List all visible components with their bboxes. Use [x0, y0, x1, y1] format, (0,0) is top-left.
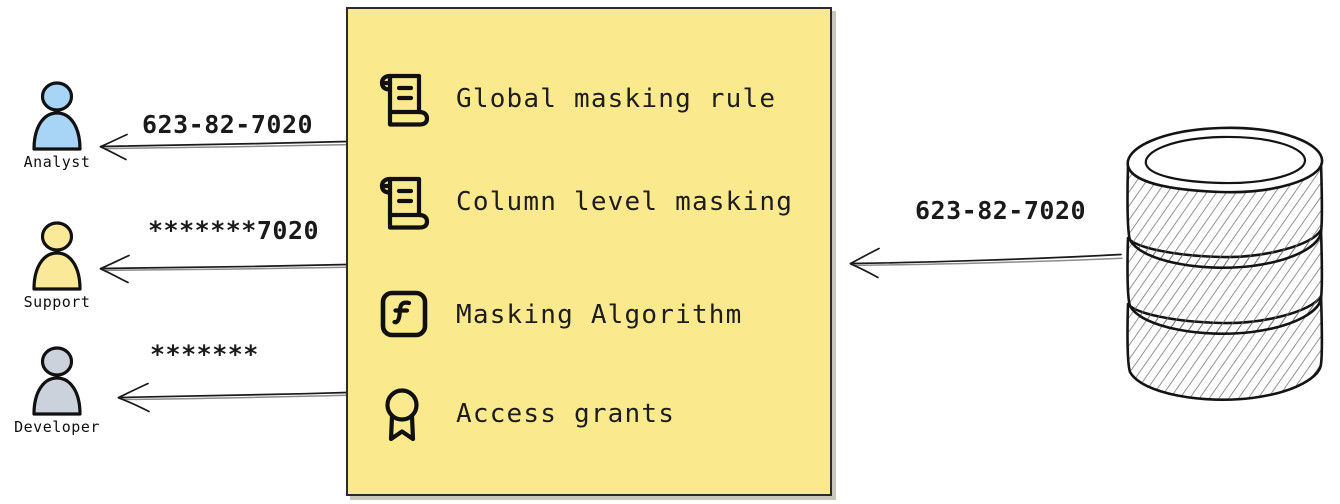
panel-item-label: Access grants: [456, 399, 676, 429]
arrow-to-developer: [117, 382, 349, 413]
arrow-to-support: [99, 254, 349, 284]
arrow-database-to-panel: [849, 247, 1123, 279]
panel-item-column-level-masking[interactable]: Column level masking: [378, 174, 793, 230]
masking-policy-panel: Global masking rule Column level masking: [346, 7, 832, 496]
scroll-icon: [379, 73, 430, 127]
actor-label: Support: [23, 293, 91, 311]
actor-analyst[interactable]: Analyst: [2, 80, 112, 171]
database-icon[interactable]: [1112, 118, 1340, 408]
arrow-to-analyst: [99, 133, 349, 161]
arrow-label-developer: *******: [150, 340, 259, 369]
actor-label: Developer: [14, 418, 100, 436]
actor-support[interactable]: Support: [2, 220, 112, 311]
arrow-label-analyst: 623-82-7020: [142, 110, 314, 139]
arrow-label-database: 623-82-7020: [915, 196, 1087, 225]
panel-item-access-grants[interactable]: Access grants: [378, 386, 675, 442]
person-icon: [32, 221, 82, 291]
panel-item-label: Masking Algorithm: [456, 300, 743, 330]
actor-label: Analyst: [23, 153, 91, 171]
function-box-icon: [380, 290, 428, 338]
panel-item-masking-algorithm[interactable]: Masking Algorithm: [378, 287, 743, 343]
scroll-icon: [379, 176, 430, 230]
panel-item-global-masking-rule[interactable]: Global masking rule: [378, 71, 776, 127]
person-icon: [32, 81, 82, 151]
award-ribbon-icon: [385, 388, 419, 442]
panel-item-label: Global masking rule: [456, 84, 777, 114]
arrow-label-support: *******7020: [148, 216, 320, 245]
person-icon: [32, 346, 82, 416]
actor-developer[interactable]: Developer: [2, 345, 112, 436]
panel-item-label: Column level masking: [456, 187, 794, 217]
